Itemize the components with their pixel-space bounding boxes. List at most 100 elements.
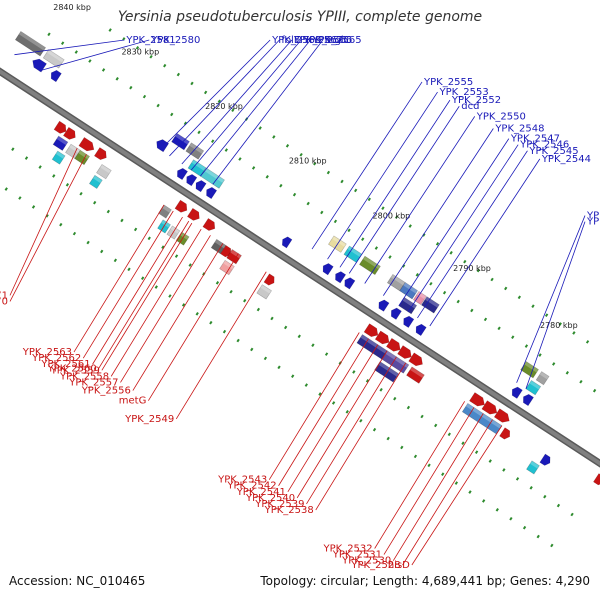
gene-box[interactable] xyxy=(520,361,539,379)
gene-label[interactable]: YPK_2563 xyxy=(22,347,72,358)
gene-label[interactable]: YPK_2532 xyxy=(323,544,373,555)
gene-label[interactable]: YPK_2539 xyxy=(254,499,304,510)
gene-label[interactable]: YPK_2537 xyxy=(586,211,600,222)
gene-arrow[interactable] xyxy=(521,393,534,407)
gene-arrow[interactable] xyxy=(469,392,512,425)
gene-label[interactable]: folE xyxy=(281,35,300,46)
gene-box[interactable] xyxy=(226,249,242,265)
gene-label[interactable]: YPK_2570 xyxy=(0,296,8,307)
gene-box[interactable] xyxy=(210,238,227,255)
gene-label[interactable]: YPK_2565 xyxy=(311,35,361,46)
gene-arrow[interactable] xyxy=(593,473,600,486)
gene-arrow[interactable] xyxy=(175,167,188,181)
gene-arrow[interactable] xyxy=(154,137,170,153)
gene-box[interactable] xyxy=(200,167,225,189)
gene-box[interactable] xyxy=(256,284,272,300)
gene-label[interactable]: YPK_2556 xyxy=(81,386,131,397)
gene-label[interactable]: YPK_2530 xyxy=(341,556,391,567)
gene-arrow[interactable] xyxy=(78,136,97,153)
gene-box[interactable] xyxy=(96,164,112,180)
gene-label[interactable]: YPK_2561 xyxy=(40,359,90,370)
gene-box[interactable] xyxy=(42,49,65,69)
gene-label[interactable]: YPK_2560 xyxy=(47,363,97,374)
gene-arrow[interactable] xyxy=(174,199,190,214)
gene-box[interactable] xyxy=(526,460,540,475)
gene-label[interactable]: YPK_2567 xyxy=(293,35,343,46)
gene-arrow[interactable] xyxy=(220,245,233,258)
gene-arrow[interactable] xyxy=(93,147,109,161)
gene-label[interactable]: YPK_2541 xyxy=(236,487,286,498)
gene-box[interactable] xyxy=(381,350,410,374)
gene-arrow[interactable] xyxy=(413,322,427,337)
gene-label[interactable]: YPK_2544 xyxy=(541,154,591,165)
gene-box[interactable] xyxy=(74,149,90,166)
gene-arrow[interactable] xyxy=(320,262,334,276)
gene-label[interactable]: YPK_2569 xyxy=(271,35,321,46)
gene-label[interactable]: YPK_2571 xyxy=(0,290,8,301)
gene-label[interactable]: YPK_2536 xyxy=(586,217,600,228)
gene-label[interactable]: YPK_2540 xyxy=(245,493,295,504)
gene-label[interactable]: YPK_2549 xyxy=(124,414,174,425)
gene-arrow[interactable] xyxy=(263,273,277,287)
gene-label[interactable]: YPK_2557 xyxy=(68,377,118,388)
gene-label[interactable]: YPK_2566 xyxy=(302,35,352,46)
gene-arrow[interactable] xyxy=(333,270,347,284)
gene-label[interactable]: YPK_2528 xyxy=(350,560,400,571)
gene-label[interactable]: YPK_2542 xyxy=(226,481,276,492)
gene-label[interactable]: YPK_2547 xyxy=(510,134,560,145)
gene-arrow[interactable] xyxy=(499,427,512,441)
gene-arrow[interactable] xyxy=(342,276,356,290)
gene-arrow[interactable] xyxy=(186,207,202,222)
gene-arrow[interactable] xyxy=(193,179,207,193)
gene-arrow[interactable] xyxy=(510,385,523,399)
gene-label[interactable]: YPK_2558 xyxy=(59,371,109,382)
gene-label[interactable]: YPK_2543 xyxy=(217,475,267,486)
gene-label[interactable]: YPK_2559 xyxy=(50,365,100,376)
gene-box[interactable] xyxy=(421,296,440,314)
gene-arrow[interactable] xyxy=(401,314,415,328)
gene-label[interactable]: YPK_2550 xyxy=(476,111,526,122)
gene-box[interactable] xyxy=(343,245,363,263)
gene-box[interactable] xyxy=(525,380,542,396)
gene-label[interactable]: YPK_2538 xyxy=(264,505,314,516)
gene-box[interactable] xyxy=(406,366,425,384)
gene-arrow[interactable] xyxy=(184,173,198,187)
gene-label[interactable]: YPK_2531 xyxy=(332,550,382,561)
tick-mark xyxy=(449,250,453,255)
gene-box[interactable] xyxy=(171,133,190,151)
gene-label[interactable]: YPK_2548 xyxy=(494,123,544,134)
gene-arrow[interactable] xyxy=(202,217,218,232)
gene-label[interactable]: YPK_2545 xyxy=(528,146,578,157)
gene-arrow[interactable] xyxy=(389,306,402,320)
gene-label[interactable]: YPK_2580 xyxy=(150,35,200,46)
gene-box[interactable] xyxy=(398,296,418,315)
gene-box[interactable] xyxy=(51,150,66,165)
gene-box[interactable] xyxy=(219,259,235,276)
gene-label[interactable]: YPK_2553 xyxy=(439,87,489,98)
gene-arrow[interactable] xyxy=(376,298,390,312)
gene-arrow[interactable] xyxy=(280,235,293,249)
gene-label[interactable]: hisD xyxy=(388,560,410,571)
gene-box[interactable] xyxy=(535,371,550,386)
gene-label[interactable]: YPK_2562 xyxy=(31,353,81,364)
gene-label[interactable]: metG xyxy=(119,396,147,407)
gene-arrow[interactable] xyxy=(30,56,47,73)
gene-label[interactable]: YPK_2546 xyxy=(519,140,569,151)
gene-label[interactable]: dcd xyxy=(461,101,479,112)
gene-arrow[interactable] xyxy=(539,453,553,467)
gene-label[interactable]: mglC xyxy=(325,35,351,46)
gene-box[interactable] xyxy=(52,135,69,151)
gene-label[interactable]: YPK_2581 xyxy=(125,35,175,46)
gene-arrow[interactable] xyxy=(53,120,78,142)
gene-box[interactable] xyxy=(88,174,103,189)
gene-box[interactable] xyxy=(412,290,427,306)
gene-label[interactable]: YPK_2555 xyxy=(423,77,473,88)
gene-arrow[interactable] xyxy=(204,186,218,200)
gene-label[interactable]: YPK_2552 xyxy=(451,95,501,106)
gene-arrow[interactable] xyxy=(363,323,425,369)
gene-box[interactable] xyxy=(359,255,381,276)
gene-arrow[interactable] xyxy=(49,69,62,83)
gene-box[interactable] xyxy=(14,30,47,57)
gene-box[interactable] xyxy=(158,204,172,219)
